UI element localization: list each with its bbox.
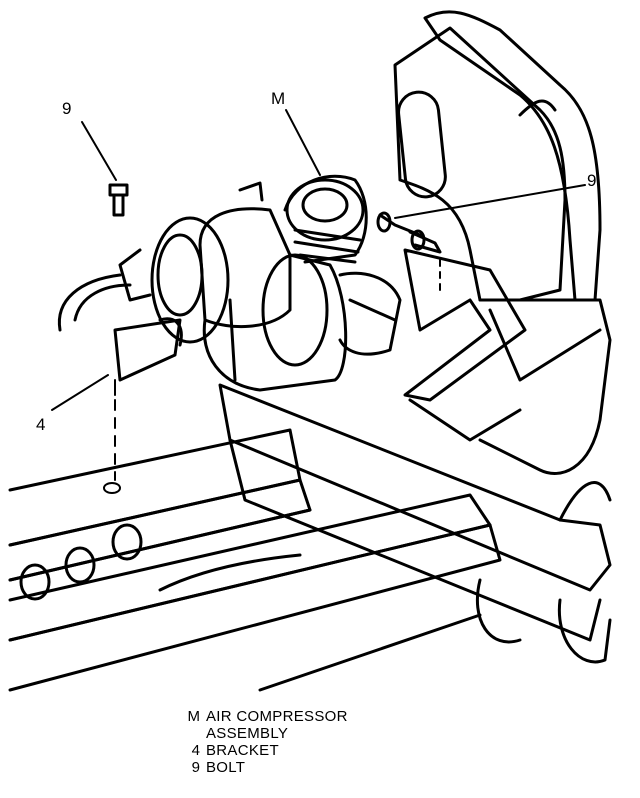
diagram-stage: 9 M 9 4	[8, 10, 612, 692]
bracket-plate	[403, 248, 527, 442]
bolt-left	[108, 183, 129, 217]
bracket	[113, 318, 182, 382]
legend-text: AIR COMPRESSOR	[206, 708, 348, 725]
legend-text: BRACKET	[206, 742, 279, 759]
callout-bracket: 4	[36, 415, 46, 434]
air-compressor	[57, 174, 402, 392]
legend-text: BOLT	[206, 759, 246, 776]
legend: M AIR COMPRESSOR ASSEMBLY 4 BRACKET 9 BO…	[170, 708, 470, 776]
frame-crossmember	[8, 428, 502, 692]
legend-key: 4	[191, 742, 200, 759]
callout-bolt-left: 9	[62, 99, 72, 118]
leader-lines	[51, 109, 586, 494]
callout-compressor: M	[271, 89, 286, 108]
legend-key: M	[187, 708, 201, 725]
frame-side-rail	[218, 298, 612, 664]
seat-back-panel	[393, 10, 602, 302]
frame-hole	[19, 563, 51, 601]
legend-item-compressor-cont: ASSEMBLY	[170, 725, 470, 742]
compressor-diagram	[8, 10, 612, 692]
bolt-right	[376, 211, 442, 254]
legend-item-bolt: 9 BOLT	[170, 759, 470, 776]
legend-key: 9	[191, 759, 200, 776]
callout-bolt-right: 9	[587, 171, 597, 190]
frame-hole	[111, 523, 143, 561]
legend-item-compressor: M AIR COMPRESSOR	[170, 708, 470, 725]
legend-text: ASSEMBLY	[206, 725, 289, 742]
legend-item-bracket: 4 BRACKET	[170, 742, 470, 759]
frame-hole	[64, 546, 96, 584]
